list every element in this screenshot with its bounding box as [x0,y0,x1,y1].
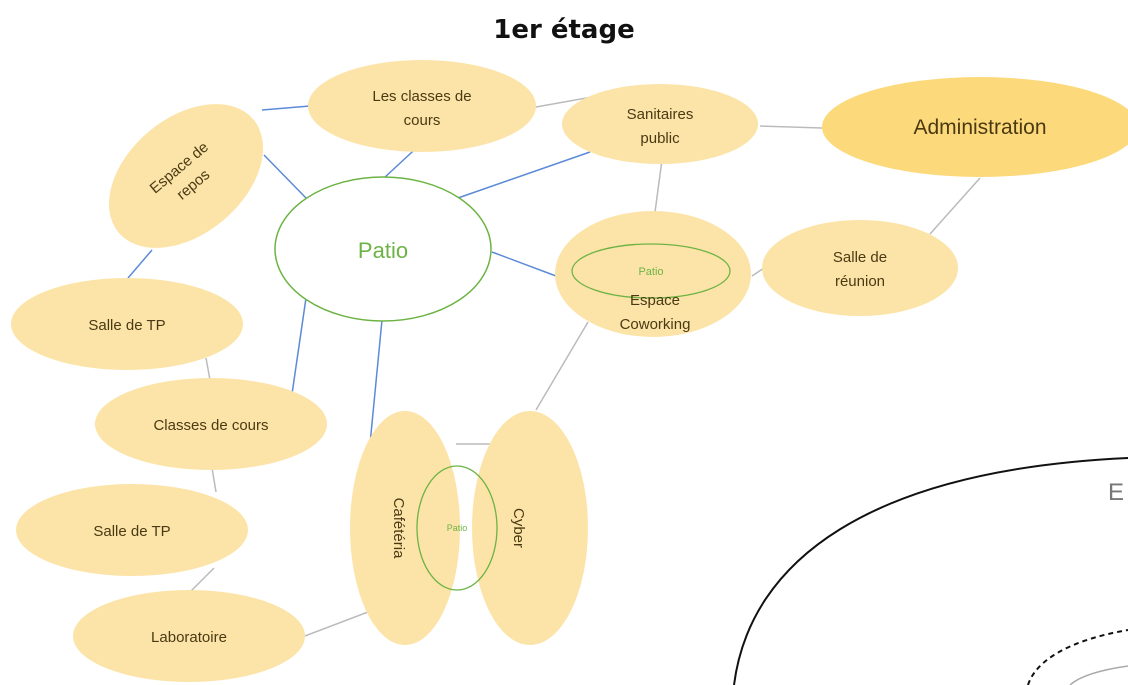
link-classes-sanitaires [535,96,593,108]
node-label: Cafétéria [390,498,407,560]
link-repos-salletp1 [127,249,153,279]
node-cafeteria[interactable]: Cafétéria [350,411,460,645]
node-administration[interactable]: Administration [822,77,1128,177]
node-label: Salle de TP [93,523,170,540]
node-label-line1: Salle de [833,249,887,266]
cafe-patio-ring [416,465,498,591]
node-espace-coworking[interactable]: Patio Espace Coworking [555,211,751,337]
link-salletp1-classes [205,357,211,381]
page-title: 1er étage [493,15,634,45]
node-label: Salle de TP [88,317,165,334]
link-patio-sanitaires [457,151,591,199]
node-label-line1: Espace [630,292,680,309]
node-cyber[interactable]: Cyber [472,411,588,645]
link-repos-patio [263,154,307,199]
node-classes-de-cours[interactable]: Classes de cours [95,378,327,470]
adjacent-area-inner-gray [1069,665,1128,685]
node-salle-de-tp-1[interactable]: Salle de TP [11,278,243,370]
cafe-patio: Patio [416,465,498,591]
node-label: Cyber [510,508,527,548]
link-patio-classes [291,297,307,395]
coworking-patio-label: Patio [638,266,663,278]
node-salle-de-reunion[interactable]: Salle de réunion [762,220,958,316]
node-sanitaires-public[interactable]: Sanitaires public [562,84,758,164]
node-label-line1: Sanitaires [627,106,694,123]
node-salle-de-tp-2[interactable]: Salle de TP [16,484,248,576]
link-coworking-reunion [751,267,765,277]
node-label-line2: cours [404,112,441,129]
node-espace-de-repos[interactable]: Espace de repos [81,75,290,277]
link-sanitaires-admin [759,125,823,129]
node-label-line2: Coworking [620,316,691,333]
node-label-line2: réunion [835,273,885,290]
link-reunion-admin [929,177,981,235]
link-salletp2-labo [189,567,215,593]
node-laboratoire[interactable]: Laboratoire [73,590,305,682]
link-coworking-cyber [535,321,589,411]
link-patio-coworking [491,251,557,277]
link-labo-cafeteria [304,611,369,637]
node-label: Laboratoire [151,629,227,646]
edge-letter: E [1108,479,1124,506]
link-classes-salletp2 [211,467,217,493]
node-label-line2: public [640,130,680,147]
node-label: Classes de cours [153,417,268,434]
cafe-patio-label: Patio [447,523,468,533]
node-label: Administration [913,116,1046,139]
adjacent-area-inner-dashed [1027,629,1128,685]
node-label: Patio [358,238,408,263]
link-patio-cafeteria [369,319,383,445]
adjacent-area: E [733,457,1128,685]
connections [127,96,981,637]
link-sanitaires-coworking [654,159,663,213]
node-les-classes-de-cours[interactable]: Les classes de cours [308,60,536,152]
coworking-patio-ring [571,243,731,299]
adjacent-area-outline [733,457,1128,685]
node-label-line1: Les classes de [372,88,471,105]
link-repos-classes [261,105,311,111]
node-patio[interactable]: Patio [274,176,492,322]
